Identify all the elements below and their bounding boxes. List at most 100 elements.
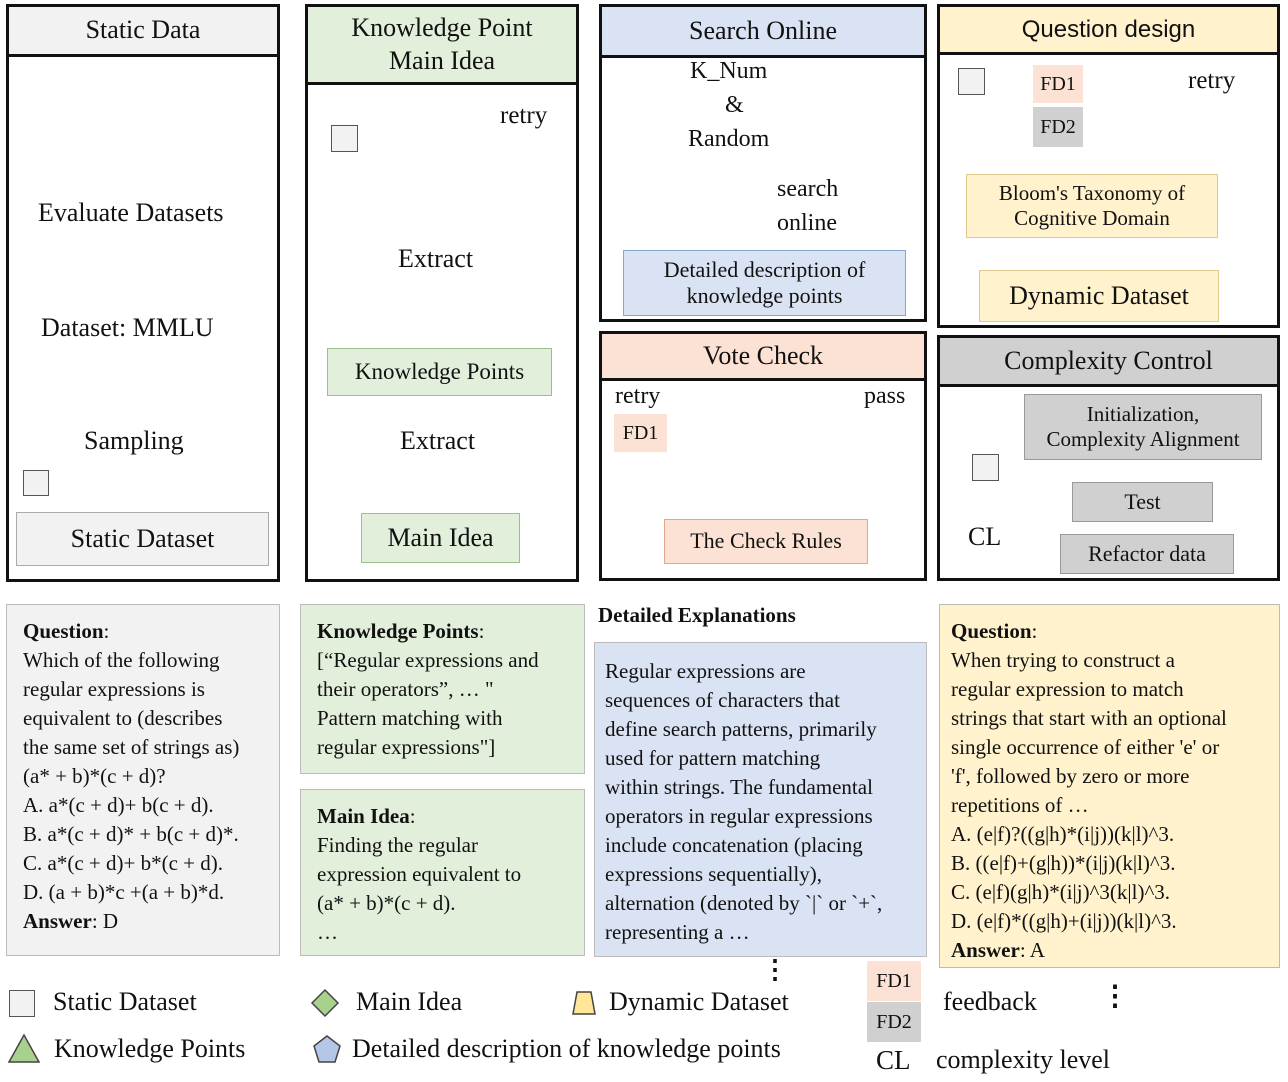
search-label: search	[777, 176, 839, 202]
main-idea-example: Main Idea: Finding the regular expression…	[300, 789, 585, 956]
explanations-heading: Detailed Explanations	[598, 603, 796, 627]
qd-line: A. (e|f)?((g|h)*(i|j))(k|l)^3.	[951, 822, 1175, 846]
question-line: A. a*(c + d)+ b(c + d).	[23, 793, 214, 817]
question-line: B. a*(c + d)* + b(c + d)*.	[23, 822, 239, 846]
refactor-data-box: Refactor data	[1060, 534, 1234, 574]
question-line: D. (a + b)*c +(a + b)*d.	[23, 880, 225, 904]
bloom-line-2: Cognitive Domain	[1014, 206, 1170, 230]
question-line: the same set of strings as)	[23, 735, 240, 759]
legend-fd1-badge: FD1	[867, 961, 921, 1001]
explanation-lines: Regular expressions are sequences of char…	[605, 657, 916, 947]
init-line-2: Complexity Alignment	[1046, 427, 1240, 451]
mi-lines: Finding the regular expression equivalent…	[317, 831, 574, 947]
legend-cl: CL	[876, 1045, 911, 1075]
answer-value: : D	[91, 909, 119, 933]
explanation-line: sequences of characters that	[605, 688, 840, 712]
kp-line: regular expressions"]	[317, 735, 496, 759]
legend-knowledge-points: Knowledge Points	[54, 1034, 246, 1063]
kp-line: Pattern matching with	[317, 706, 503, 730]
desc-line-1: Detailed description of	[663, 256, 866, 282]
bloom-taxonomy-box: Bloom's Taxonomy of Cognitive Domain	[966, 174, 1218, 238]
retry-label-vote: retry	[615, 383, 661, 409]
panel-title: Static Data	[9, 7, 277, 57]
panel-static-data: Static Data	[6, 4, 280, 582]
legend-static-dataset: Static Dataset	[53, 987, 197, 1016]
legend-dynamic-dataset: Dynamic Dataset	[609, 987, 789, 1016]
legend-complexity-level: complexity level	[936, 1045, 1111, 1074]
pentagon-legend-icon	[313, 1035, 341, 1063]
panel-question-design: Question design	[937, 4, 1280, 328]
panel-title: Knowledge Point Main Idea	[308, 7, 576, 85]
explanation-line: define search patterns, primarily	[605, 717, 877, 741]
mi-colon: :	[409, 804, 416, 828]
qd-line: When trying to construct a	[951, 648, 1175, 672]
explanation-line: representing a …	[605, 920, 750, 944]
mi-heading: Main Idea	[317, 804, 410, 828]
qd-heading: Question	[951, 619, 1032, 643]
mi-line: …	[317, 920, 338, 944]
knowledge-points-box: Knowledge Points	[327, 348, 552, 396]
fd1-badge-qd: FD1	[1033, 65, 1083, 103]
legend-fd2-badge: FD2	[867, 1002, 921, 1042]
extract-label-1: Extract	[398, 244, 474, 273]
kp-line: their operators”, … "	[317, 677, 494, 701]
qd-line: B. ((e|f)+(g|h))*(i|j)(k|l)^3.	[951, 851, 1176, 875]
vertical-ellipsis-1: ⋮	[762, 955, 788, 984]
init-line-1: Initialization,	[1086, 401, 1200, 426]
square-icon-qd	[958, 68, 985, 95]
question-line: (a* + b)*(c + d)?	[23, 764, 166, 788]
mi-line: Finding the regular	[317, 833, 478, 857]
panel-title: Vote Check	[602, 334, 924, 381]
extract-label-2: Extract	[400, 426, 476, 455]
qd-line: strings that start with an optional	[951, 706, 1227, 730]
dynamic-dataset-box: Dynamic Dataset	[979, 270, 1219, 322]
panel-title: Complexity Control	[940, 338, 1277, 387]
check-rules-box: The Check Rules	[664, 519, 868, 564]
explanation-line: alternation (denoted by `|` or `+`,	[605, 891, 883, 915]
diamond-legend-icon	[310, 988, 340, 1018]
qd-line: C. (e|f)(g|h)*(i|j)^3(k|l)^3.	[951, 880, 1171, 904]
online-label: online	[777, 210, 837, 236]
knowledge-points-example: Knowledge Points: [“Regular expressions …	[300, 604, 585, 774]
dataset-mmlu-label: Dataset: MMLU	[41, 313, 214, 342]
explanation-line: Regular expressions are	[605, 659, 806, 683]
evaluate-datasets-label: Evaluate Datasets	[38, 198, 224, 227]
explanation-line: within strings. The fundamental	[605, 775, 873, 799]
question-line: Which of the following	[23, 648, 220, 672]
desc-line-2: knowledge points	[686, 283, 843, 308]
square-icon-knowledge	[331, 125, 358, 152]
square-icon-static	[23, 470, 49, 496]
square-icon-cc	[972, 454, 999, 481]
trapezoid-legend-icon	[572, 991, 596, 1015]
panel-title: Search Online	[602, 7, 924, 58]
cl-label: CL	[968, 522, 1002, 551]
question-heading: Question	[23, 619, 104, 643]
qd-answer-label: Answer	[951, 938, 1020, 962]
title-line-1: Knowledge Point	[351, 13, 533, 42]
qd-line: D. (e|f)*((g|h)+(i|j))(k|l)^3.	[951, 909, 1177, 933]
question-line: regular expressions is	[23, 677, 205, 701]
legend-main-idea: Main Idea	[356, 987, 463, 1016]
ampersand-label: &	[725, 92, 744, 118]
panel-knowledge-point: Knowledge Point Main Idea	[305, 4, 579, 582]
retry-label-qd: retry	[1188, 67, 1236, 94]
kp-heading: Knowledge Points	[317, 619, 479, 643]
qd-colon: :	[1031, 619, 1038, 643]
answer-label: Answer	[23, 909, 92, 933]
explanation-line: operators in regular expressions	[605, 804, 873, 828]
static-dataset-box: Static Dataset	[16, 512, 269, 566]
main-idea-box: Main Idea	[361, 513, 520, 563]
qd-answer-value: : A	[1019, 938, 1045, 962]
retry-label: retry	[500, 102, 548, 129]
knum-label: K_Num	[690, 58, 768, 84]
mi-line: expression equivalent to	[317, 862, 522, 886]
fd1-badge-vote: FD1	[614, 414, 667, 452]
qd-line: single occurrence of either 'e' or	[951, 735, 1220, 759]
detailed-description-box: Detailed description of knowledge points	[623, 250, 906, 316]
title-line-2: Main Idea	[388, 45, 496, 75]
